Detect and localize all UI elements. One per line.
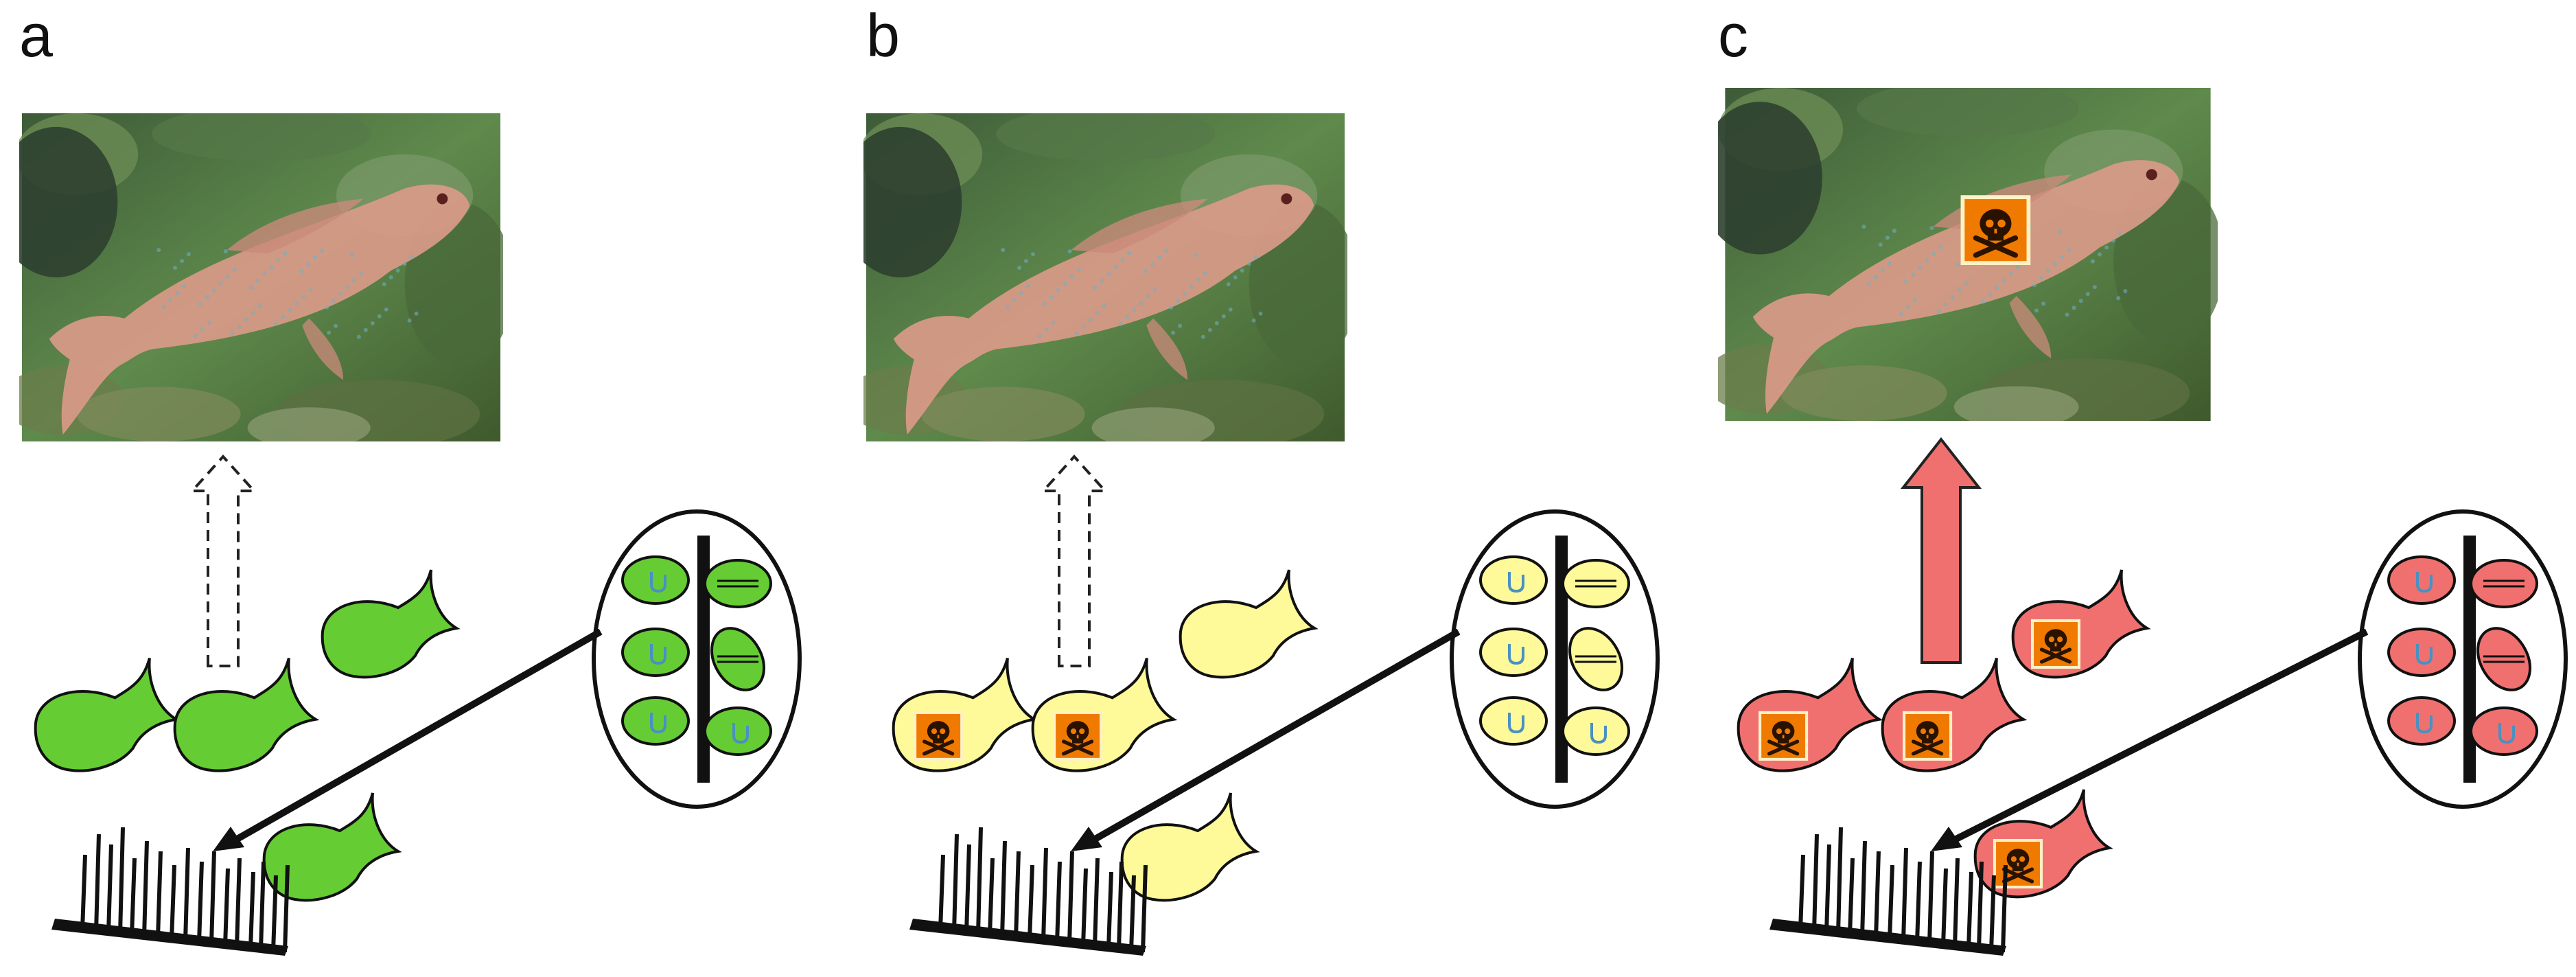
panel-label: b (866, 1, 900, 69)
herbivore-fish (1031, 657, 1178, 772)
magnified-alga (2358, 509, 2568, 809)
magnified-alga (1450, 509, 1660, 809)
magnification-pointer (1931, 628, 2369, 851)
herbivore-fish (34, 657, 181, 772)
herbivore-fish (173, 657, 320, 772)
herbivore-fish (1881, 657, 2028, 772)
magnification-pointer (1071, 628, 1461, 851)
herbivore-fish (1737, 657, 1883, 772)
reef-turf (1769, 827, 2008, 956)
predator-fish-photo (863, 113, 1347, 441)
panel-c: c (1718, 0, 2576, 977)
predator-fish-photo (19, 113, 503, 441)
herbivore-fish (1179, 569, 1319, 679)
panel-label: a (19, 1, 53, 69)
panel-label: c (1718, 1, 1748, 69)
magnified-alga (592, 509, 802, 809)
predator-fish-photo (1718, 88, 2218, 421)
herbivore-fish (1120, 792, 1260, 902)
magnification-pointer (213, 628, 603, 851)
herbivore-fish (892, 657, 1038, 772)
reef-turf (909, 827, 1148, 956)
reef-turf (51, 827, 290, 956)
panel-a: a (0, 0, 858, 977)
panel-b: b (858, 0, 1716, 977)
herbivore-fish (2011, 569, 2151, 679)
herbivore-fish (321, 569, 461, 679)
herbivore-fish (262, 792, 402, 902)
